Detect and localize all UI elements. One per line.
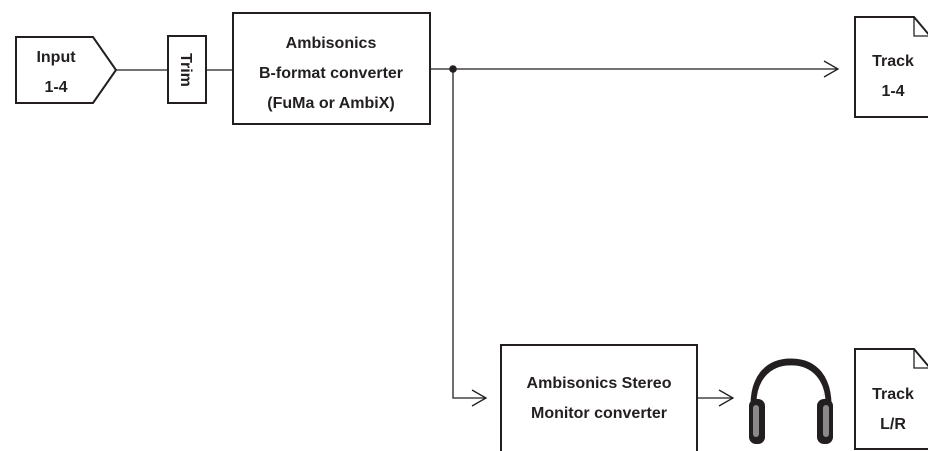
stereo-monitor-converter-node: Ambisonics Stereo Monitor converter [500, 344, 698, 451]
arrowhead-headphones [718, 389, 735, 407]
trim-node: Trim [167, 35, 207, 104]
input-node: Input 1-4 [15, 36, 118, 104]
track-lr-node: Track L/R [854, 348, 928, 450]
trim-label: Trim [177, 53, 194, 87]
bformat-label-line3: (FuMa or AmbiX) [267, 95, 394, 112]
bformat-label-line1: Ambisonics [286, 35, 377, 52]
stereo-label-line1: Ambisonics Stereo [527, 375, 672, 392]
input-label-line1: Input [36, 49, 76, 66]
arrowhead-stereo [471, 389, 488, 407]
track-main-label-line1: Track [872, 53, 914, 70]
track-lr-label-line1: Track [872, 386, 914, 403]
headphones-icon [749, 358, 833, 444]
track-main-node: Track 1-4 [854, 16, 928, 118]
connector-branch-stereo [452, 69, 486, 399]
bformat-converter-node: Ambisonics B-format converter (FuMa or A… [232, 12, 431, 125]
bformat-label-line2: B-format converter [259, 65, 403, 82]
track-lr-label-line2: L/R [880, 416, 906, 433]
input-label-line2: 1-4 [44, 79, 67, 96]
stereo-label-line2: Monitor converter [531, 405, 667, 422]
track-main-label-line2: 1-4 [881, 83, 904, 100]
arrowhead-track-main [823, 60, 840, 78]
